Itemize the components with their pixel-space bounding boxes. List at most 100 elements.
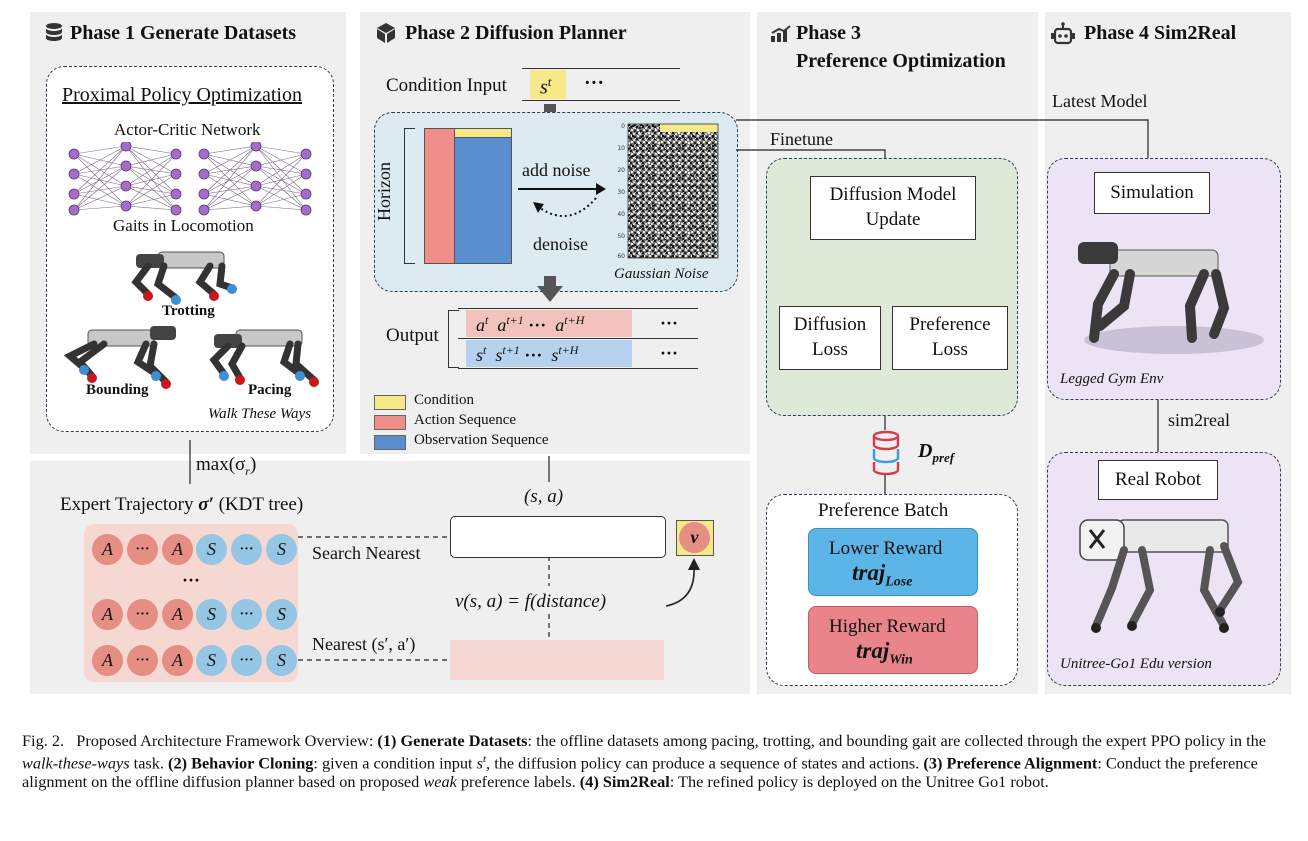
pacing-label: Pacing [248,382,292,398]
add-noise-label: add noise [522,160,591,180]
lower-reward-label: Lower Reward [829,538,943,559]
expert-state-token: S [196,599,227,630]
gaussian-noise-label: Gaussian Noise [614,266,709,282]
walk-these-ways-label: Walk These Ways [208,406,312,422]
noise-tick-0: 0 [621,123,625,130]
real-robot-image [1079,519,1243,633]
add-noise-arrow [518,183,606,195]
output-states-dots: ··· [660,343,679,363]
denoise-label: denoise [533,234,588,254]
traj-lose-label: trajLose [852,560,913,590]
condition-s: st [540,74,552,99]
expert-action-token: A [92,599,123,630]
value-function-label: v(s, a) = f(distance) [455,591,607,612]
ppo-box [46,66,334,432]
expert-action-token: A [162,645,193,676]
expert-ellipsis-token: ··· [231,534,262,565]
phase3-title-line2: Preference Optimization [796,50,1006,72]
output-states: st st+1 ··· st+H [476,343,579,365]
lower-reward-box [808,528,978,596]
condition-input-label: Condition Input [386,75,507,96]
actor-critic-label: Actor-Critic Network [114,120,261,139]
legend-condition-swatch [374,395,406,410]
bounding-label: Bounding [86,382,149,398]
phase4-title: Phase 4 Sim2Real [1084,22,1237,44]
preference-batch-label: Preference Batch [818,500,949,521]
condition-input-line-bottom [522,100,680,101]
expert-state-token: S [266,645,297,676]
higher-reward-box [808,606,978,674]
output-actions-dots: ··· [660,313,679,333]
noise-tick-60: 60 [617,253,625,260]
expert-trajectory-label: Expert Trajectory σ′ (KDT tree) [60,494,304,515]
ppo-title: Proximal Policy Optimization [62,84,302,106]
higher-reward-label: Higher Reward [829,616,946,637]
phase3-title-line1: Phase 3 [796,22,861,44]
latest-model-label: Latest Model [1052,91,1148,111]
observation-sequence-block [454,136,512,264]
output-bracket [448,310,459,368]
expert-state-token: S [196,534,227,565]
expert-state-token: S [196,645,227,676]
kdt-vdots: ··· [182,570,201,590]
legend-observation-swatch [374,435,406,450]
preference-loss-box: Preference Loss [892,306,1008,370]
value-circle: v [679,522,710,553]
legend-observation: Observation Sequence [414,432,549,448]
legend-condition: Condition [414,392,475,408]
noise-tick-50: 50 [617,233,625,240]
condition-s-cell [530,70,566,99]
expert-ellipsis-token: ··· [127,645,158,676]
condition-dots: ··· [584,72,605,94]
horizon-bracket [404,128,415,264]
max-sigma-label: max(σr) [196,454,257,478]
figure-caption: Fig. 2. Proposed Architecture Framework … [22,731,1267,792]
condition-input-line-top [522,68,680,69]
real-robot-button: Real Robot [1098,460,1218,500]
expert-action-token: A [162,534,193,565]
diffusion-model-update-box: Diffusion Model Update [810,176,976,240]
preference-dataset-icon [872,430,900,476]
output-actions: at at+1 ··· at+H [476,313,585,335]
phase1-title: Phase 1 Generate Datasets [70,22,297,44]
denoise-arrow [533,197,597,217]
d-pref-label: Dpref [918,440,955,465]
database-icon [44,22,64,49]
nearest-box [450,640,664,680]
expert-ellipsis-token: ··· [127,534,158,565]
traj-win-label: trajWin [856,638,913,668]
search-nearest-label: Search Nearest [312,543,421,563]
query-box [450,516,666,558]
output-line-3 [458,368,698,369]
noise-tick-20: 20 [617,167,625,174]
expert-ellipsis-token: ··· [127,599,158,630]
legged-gym-label: Legged Gym Env [1060,371,1164,387]
actor-critic-network [68,142,312,216]
noise-tick-10: 10 [617,145,625,152]
expert-action-token: A [162,599,193,630]
simulation-button: Simulation [1094,172,1210,214]
chart-icon [770,25,792,48]
pacing-robot-image [209,329,319,387]
noise-tick-30: 30 [617,189,625,196]
gaussian-noise-image: 0 10 20 30 40 50 60 [617,123,719,260]
unitree-label: Unitree-Go1 Edu version [1060,656,1212,672]
expert-action-token: A [92,534,123,565]
output-state-row [466,340,632,367]
finetune-label: Finetune [770,129,833,149]
legend-action-swatch [374,415,406,430]
nearest-label: Nearest (s′, a′) [312,634,416,654]
phase2-title: Phase 2 Diffusion Planner [405,22,627,44]
expert-state-token: S [266,599,297,630]
noise-tick-40: 40 [617,211,625,218]
expert-action-token: A [92,645,123,676]
expert-state-token: S [266,534,297,565]
robot-icon [1050,22,1076,51]
output-action-row [466,310,632,337]
output-line-1 [458,308,698,309]
bounding-robot-image [63,326,176,389]
output-label: Output [386,325,439,346]
output-line-2 [458,338,698,339]
down-arrow-2 [537,276,563,302]
expert-ellipsis-token: ··· [231,645,262,676]
